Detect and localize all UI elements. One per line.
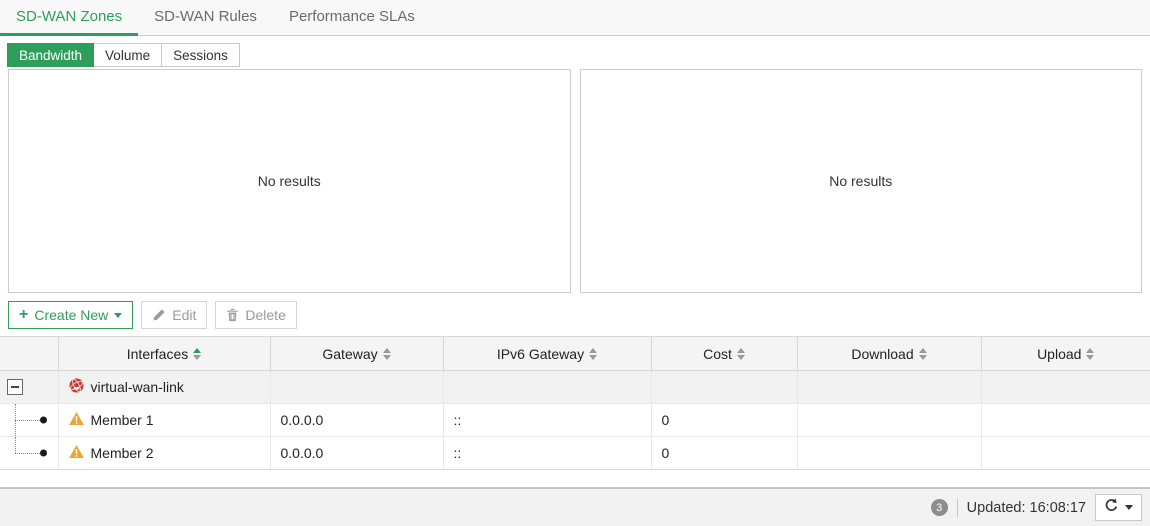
no-results-text: No results <box>829 173 893 189</box>
pencil-icon <box>152 308 166 322</box>
cell-cost: 0 <box>650 403 798 437</box>
column-header-upload[interactable]: Upload <box>980 336 1150 371</box>
subtab-sessions[interactable]: Sessions <box>161 43 240 67</box>
sort-icon <box>918 347 927 360</box>
cell-download <box>796 370 982 404</box>
column-header-ipv6-gateway[interactable]: IPv6 Gateway <box>442 336 652 371</box>
delete-label: Delete <box>245 307 286 323</box>
subtab-volume[interactable]: Volume <box>93 43 163 67</box>
sort-icon <box>382 347 391 360</box>
cell-download <box>796 436 982 470</box>
row-count-badge: 3 <box>930 499 948 516</box>
column-label: Cost <box>703 345 732 362</box>
updated-timestamp: Updated: 16:08:17 <box>966 499 1086 516</box>
cell-upload <box>980 436 1150 470</box>
refresh-button[interactable] <box>1095 494 1142 521</box>
nav-tabbar: SD-WAN Zones SD-WAN Rules Performance SL… <box>0 0 1150 36</box>
divider <box>956 498 958 517</box>
no-results-text: No results <box>257 173 321 189</box>
tree-bullet <box>40 449 47 457</box>
table-toolbar: + Create New Edit Delete <box>8 301 1142 329</box>
member-name: Member 1 <box>90 412 154 428</box>
tree-cell <box>0 404 58 436</box>
column-label: Upload <box>1037 345 1082 362</box>
plus-icon: + <box>19 306 29 323</box>
column-header-interfaces[interactable]: Interfaces <box>57 336 271 371</box>
table-row-member-2[interactable]: Member 2 0.0.0.0 :: 0 <box>0 436 1150 470</box>
tree-cell <box>0 437 58 469</box>
upload-chart-panel: No results <box>579 69 1142 293</box>
cell-gateway: 0.0.0.0 <box>269 436 444 470</box>
column-label: IPv6 Gateway <box>496 345 585 362</box>
chart-mode-subtabs: Bandwidth Volume Sessions <box>7 43 1150 67</box>
sort-icon <box>1086 347 1095 360</box>
column-header-gateway[interactable]: Gateway <box>269 336 444 371</box>
download-chart-panel: No results <box>8 69 571 293</box>
tree-column-header <box>0 336 59 371</box>
zone-name: virtual-wan-link <box>90 379 184 395</box>
member-name: Member 2 <box>90 445 154 461</box>
cell-gateway <box>269 370 444 404</box>
trash-icon <box>226 308 239 322</box>
sort-icon <box>193 347 202 360</box>
cell-cost <box>650 370 798 404</box>
table-row-zone[interactable]: virtual-wan-link <box>0 370 1150 404</box>
chart-panels: No results No results <box>8 69 1142 293</box>
cell-ipv6-gateway: :: <box>442 436 652 470</box>
edit-label: Edit <box>172 307 197 323</box>
cell-upload <box>980 403 1150 437</box>
create-new-button[interactable]: + Create New <box>8 301 134 329</box>
cell-upload <box>980 370 1150 404</box>
cell-ipv6-gateway: :: <box>442 403 652 437</box>
table-row-member-1[interactable]: Member 1 0.0.0.0 :: 0 <box>0 403 1150 437</box>
chevron-down-icon <box>114 312 123 318</box>
edit-button[interactable]: Edit <box>141 301 208 329</box>
column-header-cost[interactable]: Cost <box>650 336 798 371</box>
chevron-down-icon <box>1125 505 1133 510</box>
tab-performance-slas[interactable]: Performance SLAs <box>288 8 415 25</box>
column-label: Interfaces <box>126 345 189 362</box>
cell-gateway: 0.0.0.0 <box>269 403 444 437</box>
tree-cell <box>0 371 58 403</box>
column-label: Download <box>851 345 914 362</box>
cell-cost: 0 <box>650 436 798 470</box>
cell-download <box>796 403 982 437</box>
table-header-row: Interfaces Gateway IPv6 Gateway Cost Dow… <box>0 336 1150 371</box>
sort-icon <box>736 347 745 360</box>
tab-sdwan-rules[interactable]: SD-WAN Rules <box>154 8 257 25</box>
create-new-label: Create New <box>34 307 109 323</box>
sort-icon <box>589 347 598 360</box>
refresh-icon <box>1104 498 1119 518</box>
status-bar: 3 Updated: 16:08:17 <box>0 487 1150 526</box>
collapse-toggle-icon[interactable] <box>7 379 23 395</box>
tree-bullet <box>40 416 47 424</box>
sdwan-interfaces-table: Interfaces Gateway IPv6 Gateway Cost Dow… <box>0 336 1150 470</box>
subtab-bandwidth[interactable]: Bandwidth <box>7 43 95 67</box>
tab-sdwan-zones[interactable]: SD-WAN Zones <box>0 0 139 36</box>
warning-icon <box>68 412 84 428</box>
sd-wan-zone-icon <box>68 378 84 396</box>
cell-ipv6-gateway <box>442 370 652 404</box>
warning-icon <box>68 445 84 461</box>
column-header-download[interactable]: Download <box>796 336 982 371</box>
column-label: Gateway <box>322 345 378 362</box>
delete-button[interactable]: Delete <box>215 301 297 329</box>
